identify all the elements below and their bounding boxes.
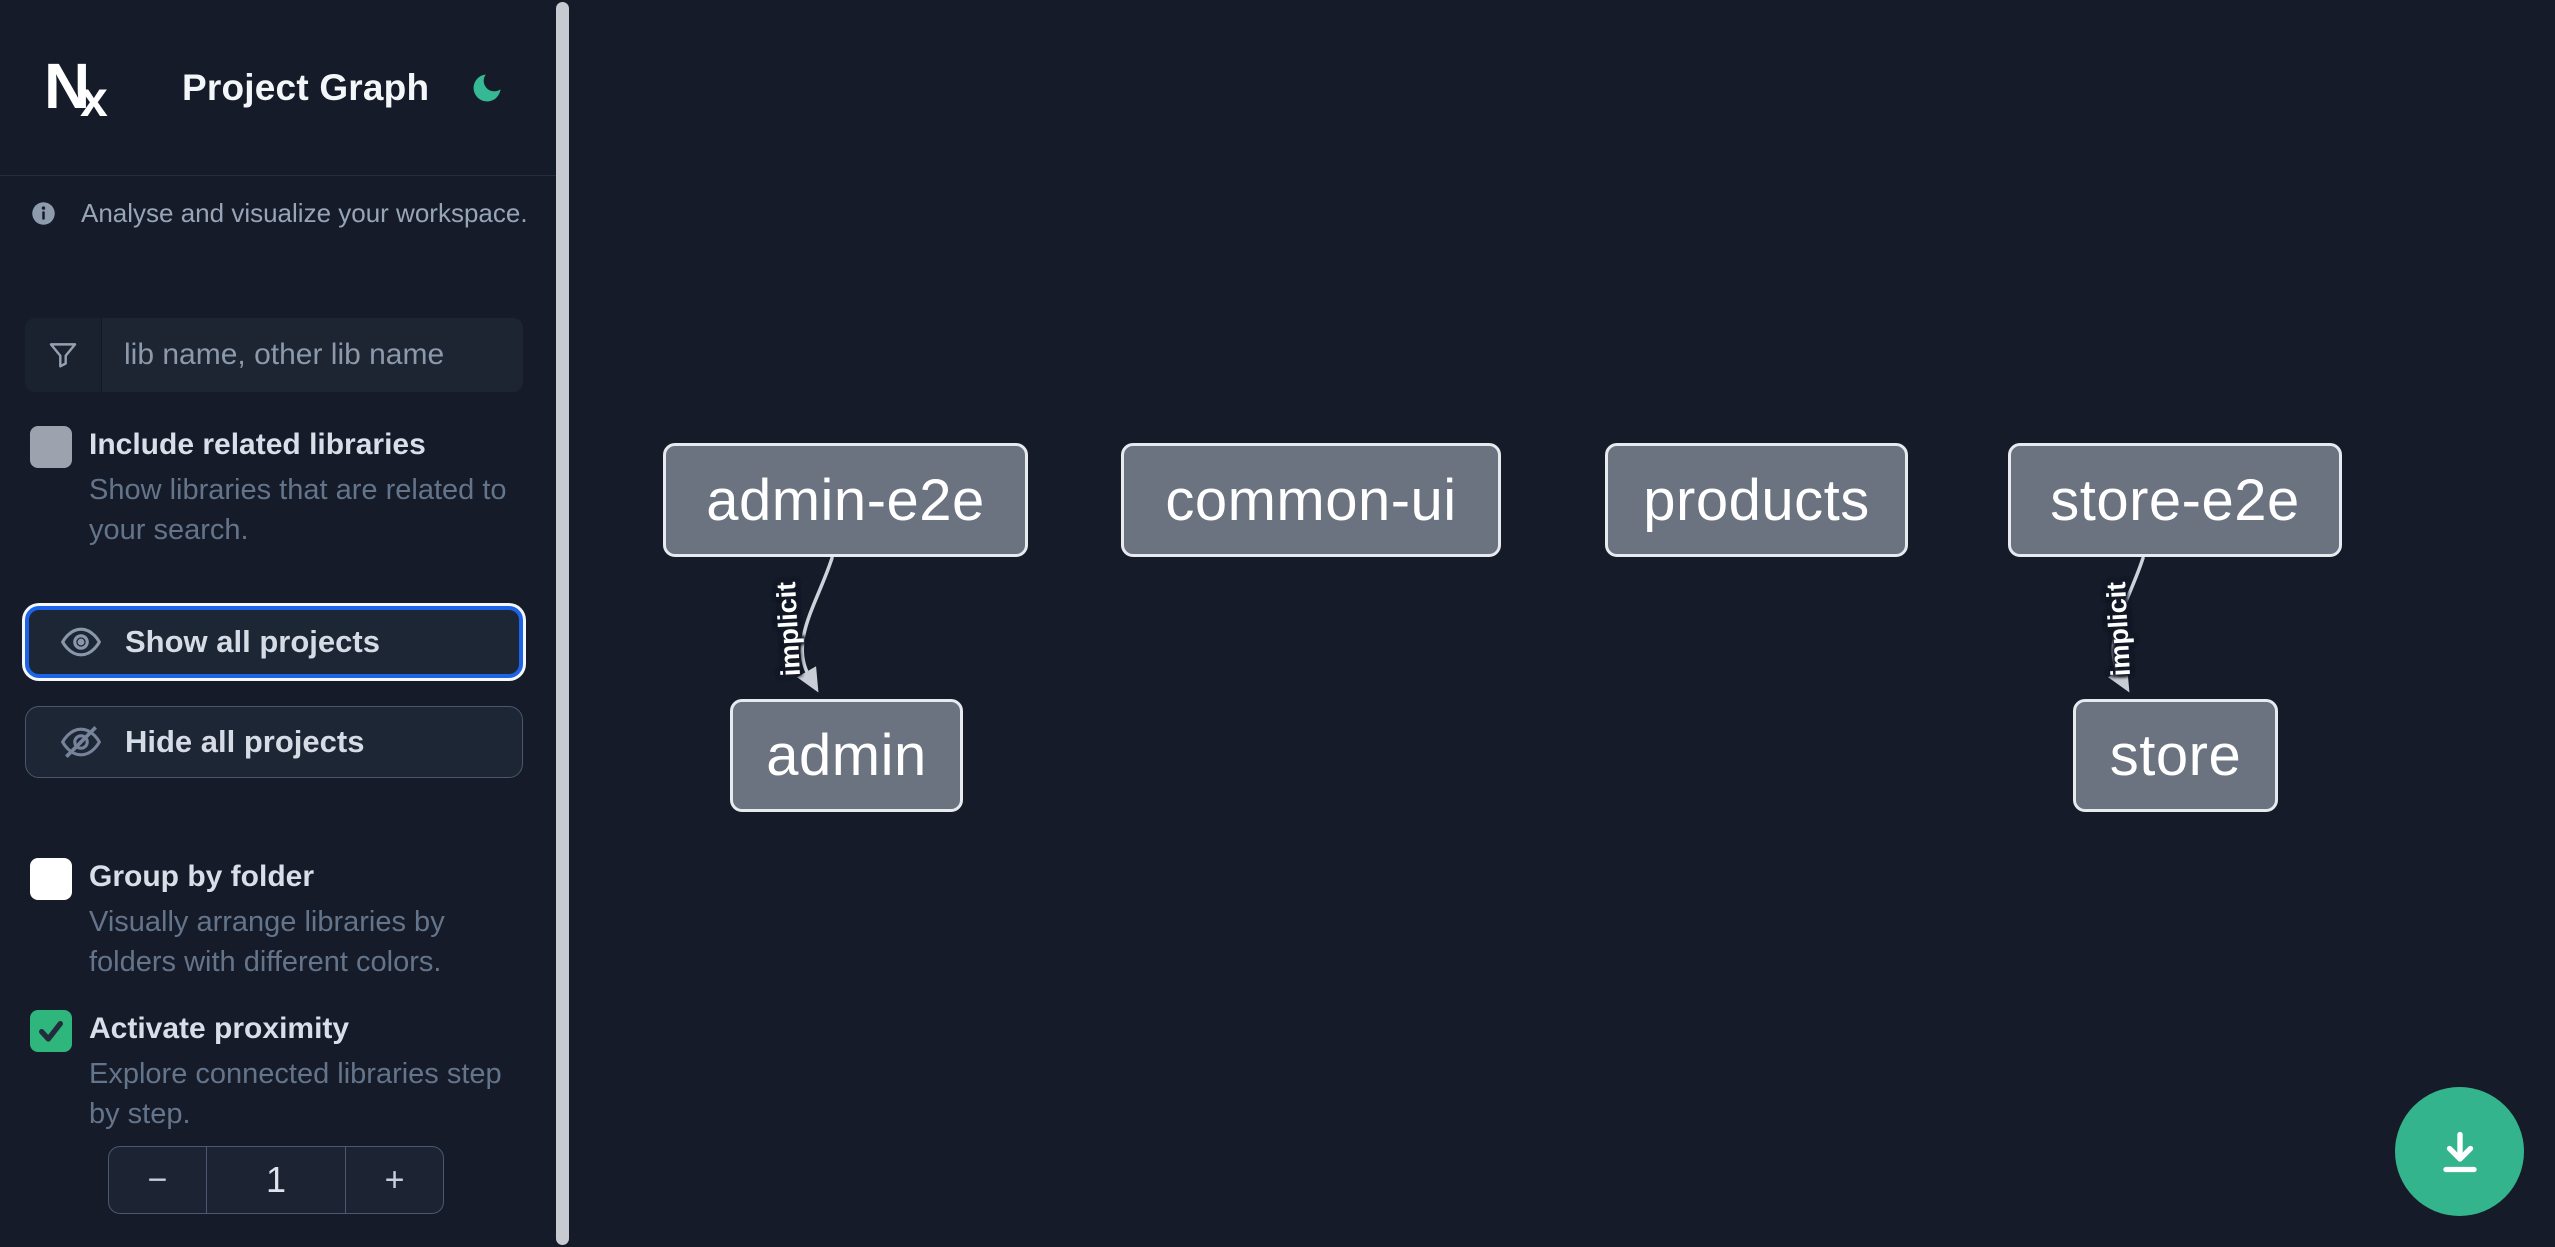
project-node-common-ui[interactable]: common-ui [1121, 443, 1501, 557]
button-label: Hide all projects [125, 724, 365, 759]
check-icon [39, 1021, 63, 1042]
svg-text:N: N [44, 56, 90, 120]
info-icon [32, 202, 55, 225]
sidebar: N x Project Graph Analyse and visualize … [0, 0, 556, 1247]
workspace-tagline: Analyse and visualize your workspace. [81, 198, 528, 228]
edge-admin-e2e-to-admin [796, 556, 834, 693]
edge-store-e2e-to-store [2107, 556, 2145, 693]
option-label: Group by folder [89, 860, 314, 893]
proximity-depth-stepper: − 1 + [108, 1146, 444, 1214]
sidebar-header: N x Project Graph [0, 0, 556, 176]
edge-label-implicit: implicit [771, 581, 806, 678]
option-description: Visually arrange libraries by folders wi… [89, 906, 445, 978]
theme-toggle-button[interactable] [469, 70, 505, 106]
option-label: Activate proximity [89, 1012, 350, 1045]
project-node-store-e2e[interactable]: store-e2e [2008, 443, 2342, 557]
project-node-admin-e2e[interactable]: admin-e2e [663, 443, 1028, 557]
option-description: Explore connected libraries step by step… [89, 1058, 502, 1130]
nx-logo: N x [44, 56, 108, 120]
workspace-tagline-row: Analyse and visualize your workspace. [30, 198, 528, 229]
download-graph-button[interactable] [2395, 1087, 2524, 1216]
group-by-folder-checkbox[interactable] [30, 858, 72, 900]
search-bar [25, 318, 523, 392]
edge-label-implicit: implicit [2101, 581, 2136, 678]
search-input[interactable] [102, 318, 523, 392]
increment-button[interactable]: + [346, 1147, 443, 1213]
option-activate-proximity: Activate proximity Explore connected lib… [30, 1008, 530, 1134]
activate-proximity-checkbox[interactable] [30, 1010, 72, 1052]
button-label: Show all projects [125, 624, 380, 659]
proximity-depth-value[interactable]: 1 [206, 1147, 346, 1213]
download-icon [2442, 1131, 2477, 1172]
option-group-by-folder: Group by folder Visually arrange librari… [30, 856, 530, 982]
option-label: Include related libraries [89, 428, 426, 461]
show-all-projects-button[interactable]: Show all projects [25, 606, 523, 678]
hide-all-projects-button[interactable]: Hide all projects [25, 706, 523, 778]
eye-off-icon [60, 726, 102, 758]
option-include-related: Include related libraries Show libraries… [30, 424, 530, 550]
option-description: Show libraries that are related to your … [89, 474, 507, 546]
sidebar-resize-handle[interactable] [556, 2, 569, 1245]
include-related-checkbox[interactable] [30, 426, 72, 468]
project-node-products[interactable]: products [1605, 443, 1908, 557]
project-node-admin[interactable]: admin [730, 699, 963, 812]
eye-icon [60, 627, 102, 657]
page-title: Project Graph [182, 66, 430, 108]
svg-text:x: x [80, 71, 108, 120]
moon-icon [473, 74, 501, 101]
filter-icon [25, 318, 102, 392]
project-node-store[interactable]: store [2073, 699, 2278, 812]
decrement-button[interactable]: − [109, 1147, 206, 1213]
